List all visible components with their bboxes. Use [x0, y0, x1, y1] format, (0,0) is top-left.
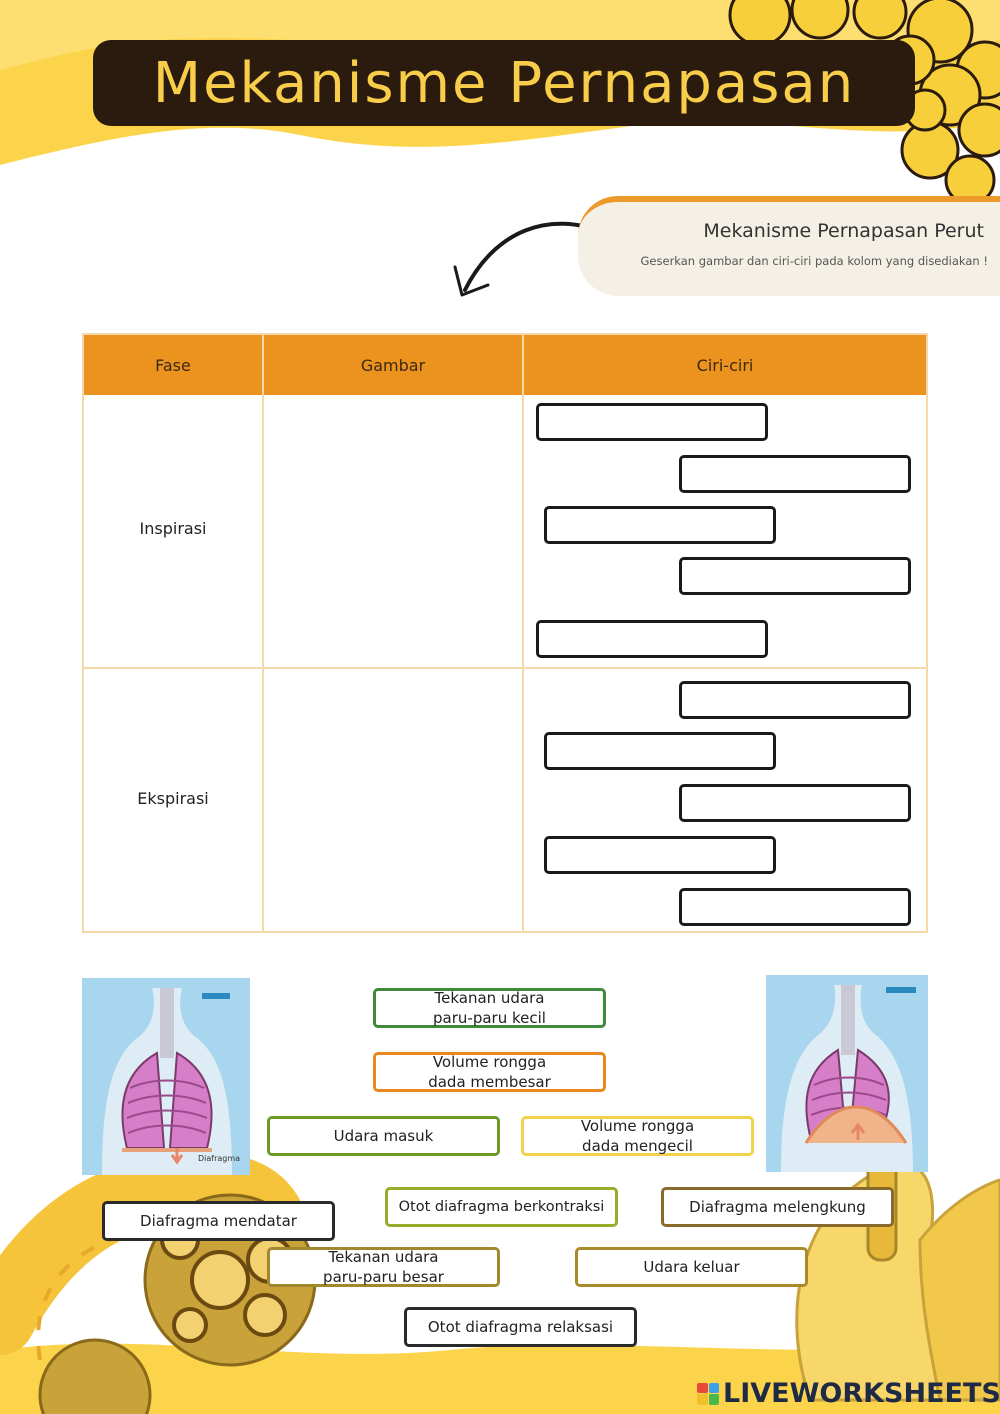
drop-slot-inspirasi-4[interactable]	[679, 557, 911, 595]
chip-volume-mengecil[interactable]: Volume rongga dada mengecil	[521, 1116, 754, 1156]
chip-text: Udara keluar	[643, 1258, 740, 1276]
drop-slot-inspirasi-1[interactable]	[536, 403, 768, 441]
drop-slot-inspirasi-3[interactable]	[544, 506, 776, 544]
diagram-image-ekspirasi[interactable]	[766, 975, 928, 1172]
chip-tekanan-udara-kecil[interactable]: Tekanan udara paru-paru kecil	[373, 988, 606, 1028]
instruction-card: Mekanisme Pernapasan Perut Geserkan gamb…	[578, 196, 1000, 296]
instruction-text: Geserkan gambar dan ciri-ciri pada kolom…	[640, 254, 988, 268]
column-header-fase: Fase	[84, 335, 262, 395]
answer-table: Fase Gambar Ciri-ciri Inspirasi Ekspiras…	[82, 333, 928, 933]
drop-zone-image-ekspirasi[interactable]	[264, 669, 522, 933]
chip-text: Otot diafragma relaksasi	[427, 1318, 614, 1336]
section-title: Mekanisme Pernapasan Perut	[703, 220, 984, 242]
chip-volume-membesar[interactable]: Volume rongga dada membesar	[373, 1052, 606, 1092]
drop-slot-ekspirasi-5[interactable]	[679, 888, 911, 926]
chip-otot-berkontraksi[interactable]: Otot diafragma berkontraksi	[385, 1187, 618, 1227]
chip-text: Udara masuk	[333, 1127, 434, 1145]
chip-text: paru-paru besar	[323, 1268, 444, 1286]
chip-diafragma-melengkung[interactable]: Diafragma melengkung	[661, 1187, 894, 1227]
brand-name: LIVEWORKSHEETS	[723, 1378, 1000, 1409]
chip-diafragma-mendatar[interactable]: Diafragma mendatar	[102, 1201, 335, 1241]
chip-text: Diafragma mendatar	[140, 1212, 297, 1230]
column-header-gambar: Gambar	[264, 335, 522, 395]
chip-text: dada membesar	[428, 1073, 551, 1091]
chip-text: Otot diafragma berkontraksi	[398, 1199, 605, 1215]
chip-tekanan-udara-besar[interactable]: Tekanan udara paru-paru besar	[267, 1247, 500, 1287]
chip-text: dada mengecil	[582, 1137, 693, 1155]
chip-text: Tekanan udara	[434, 989, 545, 1007]
drop-zone-image-inspirasi[interactable]	[264, 397, 522, 667]
drop-slot-ekspirasi-2[interactable]	[544, 732, 776, 770]
chip-text: Volume rongga	[432, 1053, 547, 1071]
chip-text: Diafragma melengkung	[689, 1198, 866, 1216]
drop-slot-ekspirasi-1[interactable]	[679, 681, 911, 719]
alveoli-decoration-top	[728, 0, 1000, 200]
phase-label-ekspirasi: Ekspirasi	[137, 789, 209, 808]
chip-text: Tekanan udara	[328, 1248, 439, 1266]
diagram-label: Diafragma	[198, 1154, 240, 1163]
drop-slot-inspirasi-5[interactable]	[536, 620, 768, 658]
drop-slot-ekspirasi-4[interactable]	[544, 836, 776, 874]
title-bar: Mekanisme Pernapasan	[93, 40, 915, 126]
liveworksheets-logo: LIVEWORKSHEETS	[697, 1378, 1000, 1409]
chip-udara-keluar[interactable]: Udara keluar	[575, 1247, 808, 1287]
diagram-image-inspirasi[interactable]: Diafragma	[82, 978, 250, 1175]
lungs-diaphragm-flat-illustration: Diafragma	[82, 978, 250, 1175]
page-title: Mekanisme Pernapasan	[152, 50, 856, 116]
table-divider	[262, 335, 264, 933]
table-divider	[522, 335, 524, 933]
brand-logo-icon	[697, 1382, 719, 1405]
chip-otot-relaksasi[interactable]: Otot diafragma relaksasi	[404, 1307, 637, 1347]
chip-udara-masuk[interactable]: Udara masuk	[267, 1116, 500, 1156]
chip-text: paru-paru kecil	[433, 1009, 546, 1027]
lungs-diaphragm-dome-illustration	[766, 975, 928, 1172]
column-header-ciri: Ciri-ciri	[524, 335, 926, 395]
table-row-divider	[84, 667, 926, 669]
drop-slot-ekspirasi-3[interactable]	[679, 784, 911, 822]
phase-label-inspirasi: Inspirasi	[139, 519, 207, 538]
drop-slot-inspirasi-2[interactable]	[679, 455, 911, 493]
chip-text: Volume rongga	[580, 1117, 695, 1135]
